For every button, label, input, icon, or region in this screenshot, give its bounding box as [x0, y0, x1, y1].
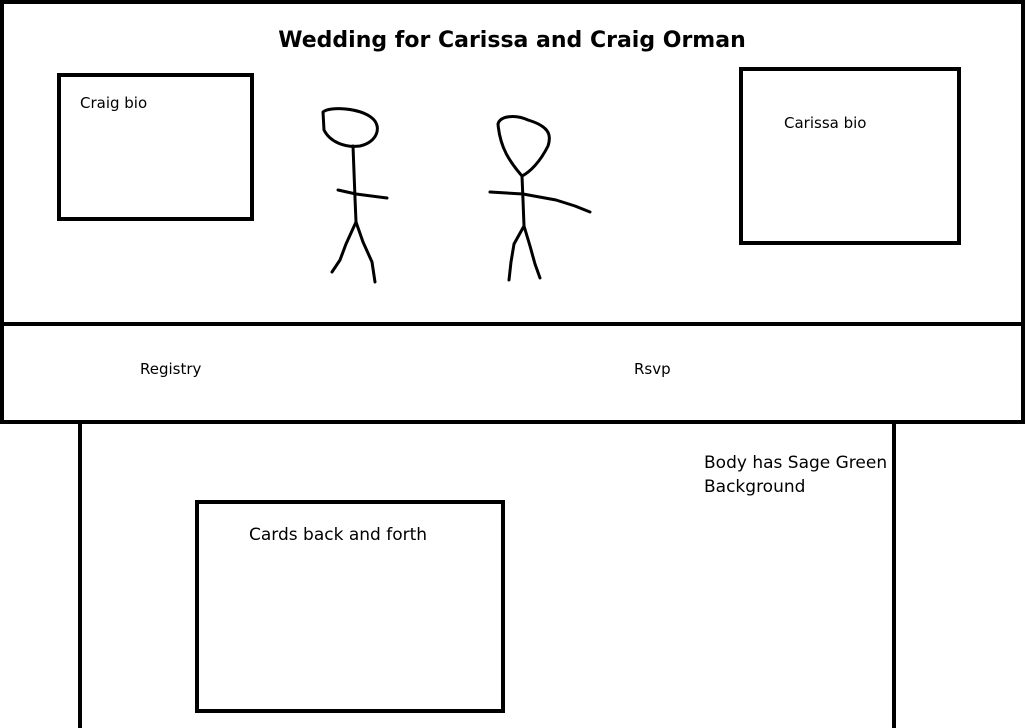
groom-body: [351, 144, 358, 224]
bride-arms: [488, 190, 592, 214]
groom-left-leg: [330, 220, 358, 274]
carissa-bio-box: Carissa bio: [739, 67, 961, 245]
craig-bio-label: Craig bio: [80, 94, 148, 112]
groom-right-leg: [354, 220, 377, 284]
bride-body: [520, 174, 526, 228]
body-left-border: [78, 422, 82, 728]
craig-bio-box: Craig bio: [57, 73, 254, 221]
bride-right-leg: [522, 224, 542, 280]
groom-head: [321, 107, 379, 148]
background-note: Body has Sage Green Background: [704, 453, 888, 497]
page-title: Wedding for Carissa and Craig Orman: [278, 28, 746, 53]
carissa-bio-label: Carissa bio: [784, 114, 867, 132]
bride-left-leg: [507, 224, 526, 282]
nav-link-rsvp[interactable]: Rsvp: [634, 360, 671, 378]
nav-bar: Registry Rsvp: [0, 322, 1025, 424]
cards-label: Cards back and forth: [249, 525, 428, 545]
nav-link-registry[interactable]: Registry: [140, 360, 202, 378]
cards-carousel-box[interactable]: Cards back and forth: [195, 500, 505, 713]
body-right-border: [892, 422, 896, 728]
groom-arms: [336, 188, 389, 200]
bride-head: [496, 115, 551, 178]
